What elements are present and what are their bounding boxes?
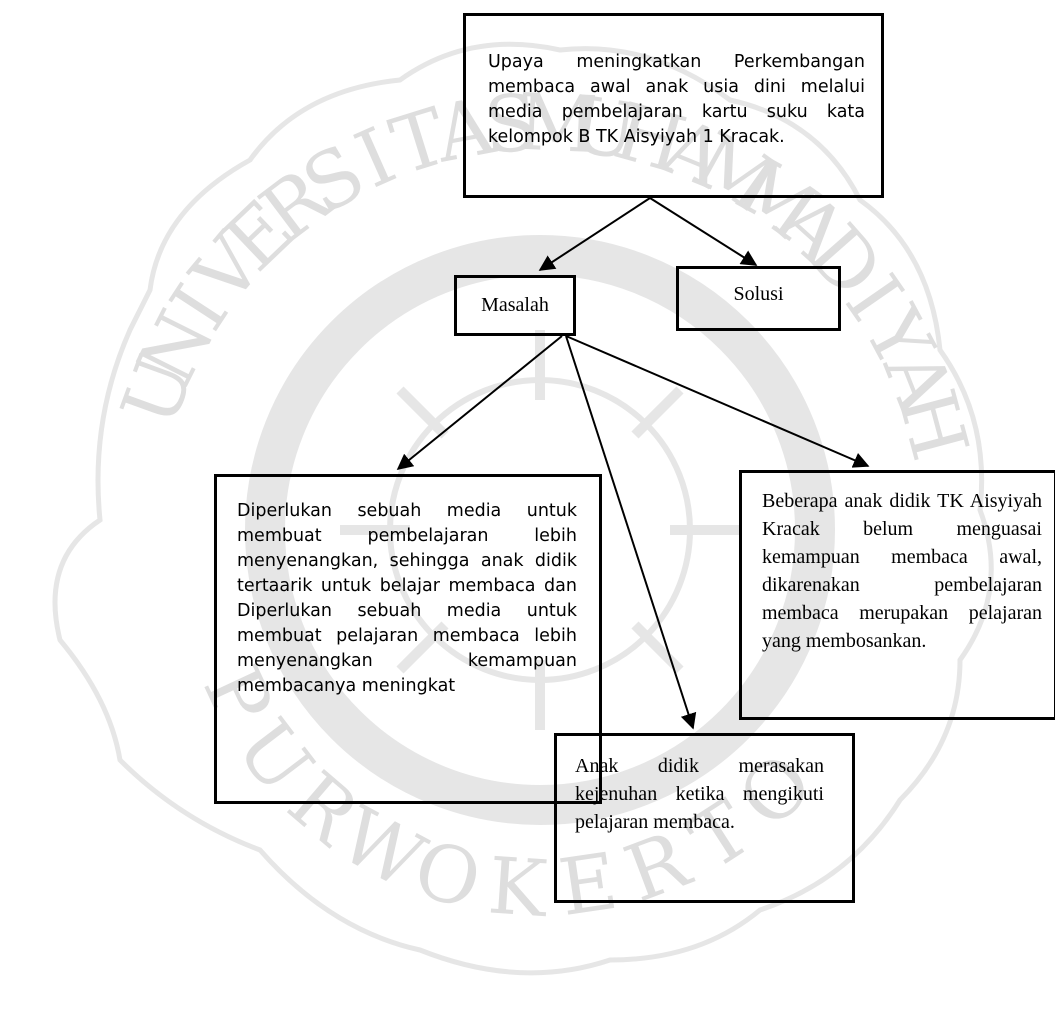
arrow-masalah-to-students-bored — [565, 335, 697, 730]
arrow-masalah-to-need-media — [396, 335, 563, 471]
need-media-box: Diperlukan sebuah media untuk membuat pe… — [214, 474, 602, 804]
solusi-label: Solusi — [733, 283, 784, 305]
main-topic-box: Upaya meningkatkan Perkembangan membaca … — [463, 13, 884, 198]
students-bored-text: Anak didik merasakan kejenuhan ketika me… — [575, 755, 824, 833]
arrow-masalah-to-students-not-mastered — [565, 335, 870, 468]
students-not-mastered-box: Beberapa anak didik TK Aisyiyah Kracak b… — [739, 470, 1055, 720]
watermark-letter: U — [565, 79, 644, 178]
students-not-mastered-text: Beberapa anak didik TK Aisyiyah Kracak b… — [762, 490, 1042, 652]
watermark-letter: M — [516, 78, 600, 171]
masalah-label: Masalah — [481, 294, 549, 316]
watermark-letter: K — [485, 841, 551, 935]
need-media-text: Diperlukan sebuah media untuk membuat pe… — [237, 501, 577, 696]
solusi-box: Solusi — [676, 266, 841, 331]
students-bored-box: Anak didik merasakan kejenuhan ketika me… — [554, 733, 855, 903]
main-topic-text: Upaya meningkatkan Perkembangan membaca … — [488, 52, 865, 147]
arrow-main-to-masalah — [538, 197, 651, 271]
masalah-box: Masalah — [454, 275, 576, 336]
watermark-letter: S — [481, 78, 541, 172]
watermark-letter: E — [554, 837, 623, 934]
arrow-main-to-solusi — [649, 197, 758, 266]
